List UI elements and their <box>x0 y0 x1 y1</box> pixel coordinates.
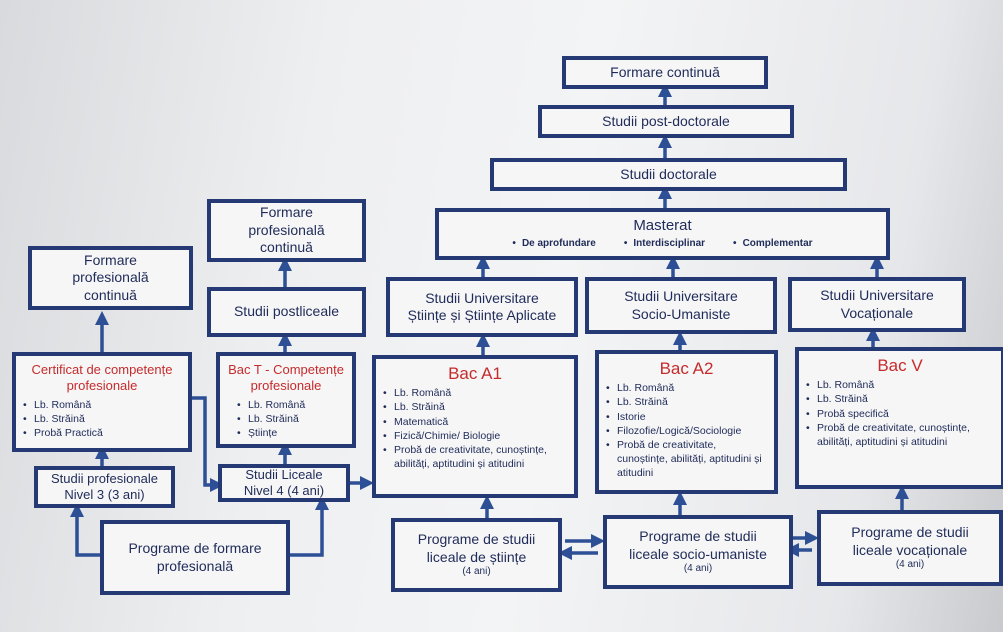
bac-a1-title: Bac A1 <box>448 364 502 383</box>
list-item: Lb. Străină <box>22 412 182 426</box>
bac-a2-title: Bac A2 <box>659 359 714 378</box>
certificat-title-line2: profesionale <box>66 378 138 394</box>
list-item: Probă specifică <box>805 407 995 421</box>
studii-prof-line1: Studii profesionale <box>51 471 158 487</box>
bac-t-title-line2: profesionale <box>250 378 322 394</box>
univ-socio-line1: Studii Universitare <box>624 288 738 304</box>
programe-stiinte-line1: Programe de studii <box>417 531 536 548</box>
list-item: Probă de creativitate, cunoștințe, abili… <box>382 443 568 471</box>
certificat-title-line1: Certificat de competențe <box>31 362 173 377</box>
masterat-box: Masterat De aprofundare Interdisciplinar… <box>435 208 890 260</box>
masterat-type: De aprofundare <box>512 238 596 251</box>
univ-stiinte-line1: Studii Universitare <box>425 289 539 306</box>
programe-studii-vocational-box: Programe de studii liceale vocaționale (… <box>817 510 1003 586</box>
studii-profesionale-box: Studii profesionale Nivel 3 (3 ani) <box>34 466 175 508</box>
masterat-type: Complementar <box>733 238 813 251</box>
masterat-types: De aprofundare Interdisciplinar Compleme… <box>512 238 813 251</box>
univ-socio-line2: Socio-Umaniste <box>631 305 731 322</box>
list-item: Lb. Străină <box>236 412 346 426</box>
bac-a1-list: Lb. Română Lb. Străină Matematică Fizică… <box>376 386 574 471</box>
bac-v-title: Bac V <box>877 356 923 375</box>
certificat-competente-box: Certificat de competențe profesionale Lb… <box>12 352 192 452</box>
studii-doctorale-box: Studii doctorale <box>490 158 847 191</box>
studii-universitare-stiinte-box: Studii Universitare Științe și Științe A… <box>386 277 578 337</box>
list-item: Lb. Străină <box>805 392 995 406</box>
studii-liceale-line2: Nivel 4 (4 ani) <box>243 483 325 498</box>
bac-v-list: Lb. Română Lb. Străină Probă specifică P… <box>799 378 1001 449</box>
programe-socio-line1: Programe de studii <box>639 528 757 545</box>
list-item: Lb. Străină <box>605 395 768 409</box>
programe-socio-line2: liceale socio-umaniste <box>629 545 767 562</box>
programe-studii-stiinte-box: Programe de studii liceale de științe (4… <box>391 518 562 592</box>
studii-universitare-socio-box: Studii Universitare Socio-Umaniste <box>585 277 777 334</box>
formare-prof-mid-line2: profesională <box>248 221 325 238</box>
formare-prof-left-line1: Formare <box>84 251 137 268</box>
programe-formare-line1: Programe de formare <box>128 540 262 556</box>
certificat-list: Lb. Română Lb. Străină Probă Practică <box>16 398 188 441</box>
programe-voc-duration: (4 ani) <box>895 559 925 571</box>
programe-formare-line2: profesională <box>156 557 234 574</box>
formare-prof-left-line3: continuă <box>84 286 137 303</box>
formare-prof-mid-line3: continuă <box>260 239 313 256</box>
list-item: Fizică/Chimie/ Biologie <box>382 429 568 443</box>
bac-t-list: Lb. Română Lb. Străină Științe <box>220 398 352 441</box>
list-item: Lb. Română <box>805 378 995 392</box>
formare-profesionala-mid-box: Formare profesională continuă <box>207 199 366 262</box>
masterat-title: Masterat <box>633 217 692 235</box>
masterat-type: Interdisciplinar <box>624 238 705 251</box>
list-item: Istorie <box>605 410 768 424</box>
studii-prof-line2: Nivel 3 (3 ani) <box>64 487 145 502</box>
list-item: Lb. Română <box>236 398 346 412</box>
studii-post-doctorale-box: Studii post-doctorale <box>538 105 794 138</box>
univ-vocational-line1: Studii Universitare <box>820 287 934 303</box>
programe-stiinte-duration: (4 ani) <box>462 566 491 578</box>
list-item: Lb. Română <box>22 398 182 412</box>
formare-continua-box: Formare continuă <box>562 56 768 89</box>
studii-universitare-vocational-box: Studii Universitare Vocaționale <box>788 277 966 332</box>
programe-voc-line1: Programe de studii <box>851 524 969 541</box>
bac-a2-list: Lb. Română Lb. Străină Istorie Filozofie… <box>599 381 774 480</box>
univ-stiinte-line2: Științe și Științe Aplicate <box>407 307 557 323</box>
programe-socio-duration: (4 ani) <box>683 563 713 575</box>
list-item: Probă de creativitate, cunoștințe, abili… <box>805 421 995 449</box>
list-item: Filozofie/Logică/Sociologie <box>605 424 768 438</box>
list-item: Lb. Străină <box>382 400 568 414</box>
studii-postliceale-box: Studii postliceale <box>207 287 366 337</box>
list-item: Științe <box>236 426 346 440</box>
formare-continua-label: Formare continuă <box>610 63 720 80</box>
studii-doctorale-label: Studii doctorale <box>620 165 717 182</box>
formare-prof-mid-line1: Formare <box>260 204 313 221</box>
programe-voc-line2: liceale vocaționale <box>852 541 968 558</box>
studii-postliceale-label: Studii postliceale <box>233 303 340 320</box>
bac-a2-box: Bac A2 Lb. Română Lb. Străină Istorie Fi… <box>595 350 778 494</box>
programe-stiinte-line2: liceale de științe <box>426 548 527 565</box>
studii-post-doctorale-label: Studii post-doctorale <box>602 112 730 129</box>
univ-vocational-line2: Vocaționale <box>840 304 914 321</box>
formare-prof-left-line2: profesională <box>72 269 149 286</box>
bac-t-box: Bac T - Competențe profesionale Lb. Româ… <box>216 352 356 448</box>
list-item: Lb. Română <box>382 386 568 400</box>
bac-a1-box: Bac A1 Lb. Română Lb. Străină Matematică… <box>372 355 578 498</box>
studii-liceale-line1: Studii Liceale <box>245 467 323 483</box>
bac-t-title-line1: Bac T - Competențe <box>228 362 344 377</box>
list-item: Lb. Română <box>605 381 768 395</box>
list-item: Probă Practică <box>22 426 182 440</box>
list-item: Matematică <box>382 415 568 429</box>
studii-liceale-box: Studii Liceale Nivel 4 (4 ani) <box>218 464 350 502</box>
bac-v-box: Bac V Lb. Română Lb. Străină Probă speci… <box>795 347 1003 489</box>
programe-formare-profesionala-box: Programe de formare profesională <box>100 520 290 595</box>
list-item: Probă de creativitate, cunoștințe, abili… <box>605 438 768 481</box>
formare-profesionala-left-box: Formare profesională continuă <box>28 246 193 310</box>
programe-studii-socio-box: Programe de studii liceale socio-umanist… <box>603 515 793 589</box>
